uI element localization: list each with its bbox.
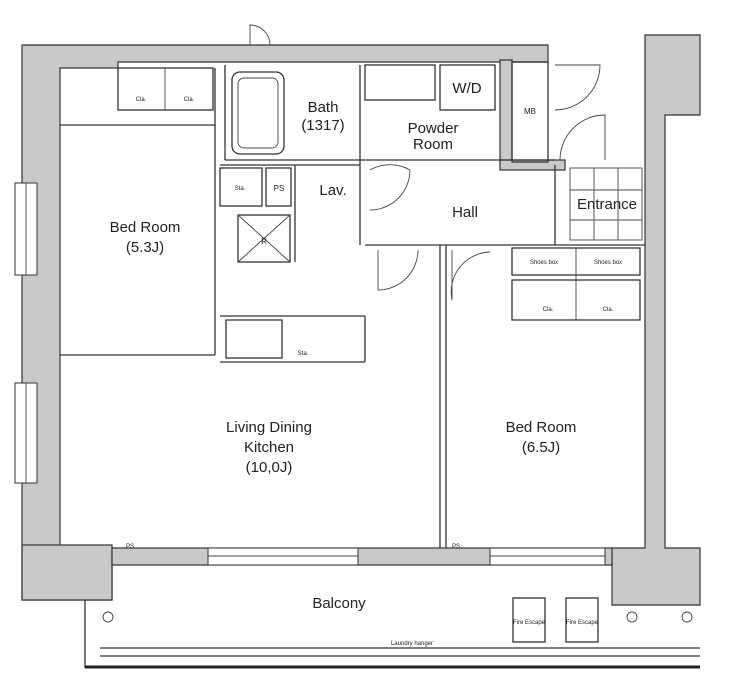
bath-name: Bath (308, 99, 339, 116)
laundry-hanger-label: Laundry hanger (391, 641, 433, 647)
hall-label: Hall (452, 204, 478, 221)
powder-room-line1: Powder (408, 120, 459, 137)
closet-label: Cla. (184, 97, 195, 103)
bed-room-1-size: (5.3J) (126, 239, 164, 256)
ldk-line1: Living Dining (226, 419, 312, 436)
shoes-box-label: Shoes box (594, 260, 622, 266)
partitions (60, 24, 645, 548)
closet-label: Cla. (543, 307, 554, 313)
storage-label: Sta. (235, 186, 246, 192)
pipe-space-label: PS (452, 544, 460, 550)
bed-room-2-size: (6.5J) (522, 439, 560, 456)
fire-escape-label: Fire Escape (513, 620, 546, 626)
wd-label: W/D (452, 80, 481, 97)
storage-label: Sta. (298, 351, 309, 357)
balcony-railing (84, 597, 700, 669)
ps-label: PS (274, 184, 285, 193)
powder-room-line2: Room (413, 136, 453, 153)
mb-label: MB (524, 107, 536, 116)
closet-label: Cla. (603, 307, 614, 313)
fire-escape-label: Fire Escape (566, 620, 599, 626)
shoes-box-label: Shoes box (530, 260, 558, 266)
closet-label: Cla. (136, 97, 147, 103)
lav-label: Lav. (319, 182, 346, 199)
bed-room-2-name: Bed Room (506, 419, 577, 436)
entrance-label: Entrance (577, 196, 637, 213)
ldk-line2: Kitchen (244, 439, 294, 456)
balcony-label: Balcony (312, 595, 366, 612)
fridge-label: R (261, 237, 267, 246)
windows (14, 182, 606, 566)
pipe-space-label: PS (126, 544, 134, 550)
bed-room-1-name: Bed Room (110, 219, 181, 236)
bath-size: (1317) (301, 117, 344, 134)
ldk-size: (10,0J) (246, 459, 293, 476)
